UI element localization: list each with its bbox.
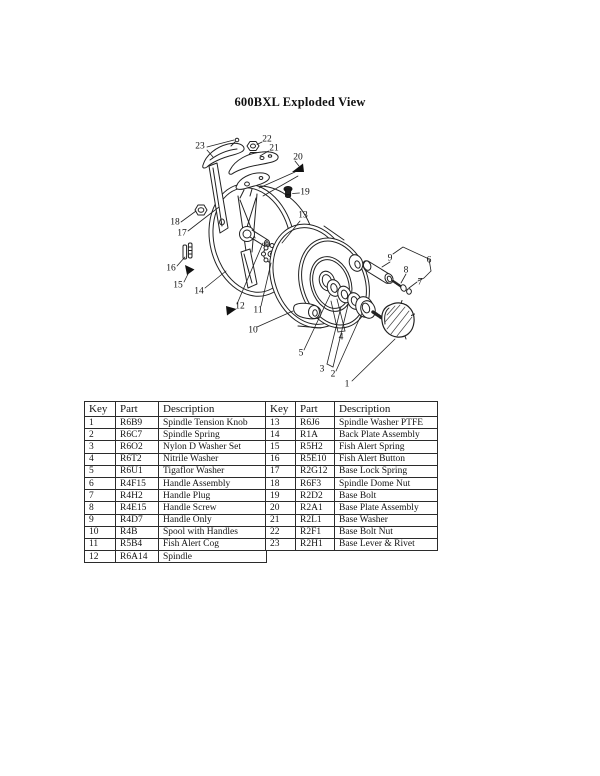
callout-3: 3 [319, 364, 325, 375]
bearing-hub [239, 226, 255, 242]
fish-alert-button-and-spring [182, 242, 193, 260]
callout-15: 15 [173, 280, 183, 291]
callout-2: 2 [330, 369, 336, 380]
callout-12: 12 [235, 301, 245, 312]
spindle [249, 229, 271, 248]
reel-foot [208, 162, 229, 234]
column-header-key: Key [84, 401, 116, 417]
column-header-key: Key [265, 401, 296, 417]
callout-5: 5 [298, 348, 304, 359]
frame-truss [237, 193, 258, 289]
handle-assembly [362, 260, 412, 295]
callout-9: 9 [387, 253, 393, 264]
callout-18: 18 [170, 217, 180, 228]
callout-13: 13 [298, 210, 308, 221]
base-bolt [283, 186, 293, 198]
washer-stack [326, 279, 376, 319]
base-lever-and-rivet [202, 137, 245, 169]
column-header-desc: Description [334, 401, 438, 417]
column-header-part: Part [295, 401, 335, 417]
callout-4: 4 [338, 332, 344, 343]
callout-17: 17 [177, 228, 187, 239]
callout-23: 23 [195, 141, 205, 152]
column-header-desc: Description [158, 401, 267, 417]
callout-19: 19 [300, 187, 310, 198]
leader-lines [176, 139, 418, 382]
table-header-row: Key Part Description [265, 401, 438, 417]
callout-20: 20 [293, 152, 303, 163]
callout-14: 14 [194, 286, 204, 297]
handle-group-bracket [392, 246, 432, 282]
callout-21: 21 [269, 143, 279, 154]
callout-6: 6 [426, 255, 432, 266]
page-title: 600BXL Exploded View [234, 95, 366, 109]
callout-22: 22 [262, 134, 272, 145]
spindle-dome-nut [194, 204, 208, 216]
callout-10: 10 [248, 325, 258, 336]
callout-8: 8 [403, 265, 409, 276]
callout-1: 1 [344, 379, 350, 390]
spindle-tension-knob [381, 300, 415, 340]
base-plate-assembly [228, 151, 279, 199]
base-bolt-nut [246, 141, 260, 151]
callout-11: 11 [253, 305, 263, 316]
column-header-part: Part [115, 401, 159, 417]
callout-7: 7 [417, 277, 423, 288]
table-header-row: Key Part Description [84, 401, 267, 417]
direction-arrows [185, 163, 304, 316]
callout-16: 16 [166, 263, 176, 274]
